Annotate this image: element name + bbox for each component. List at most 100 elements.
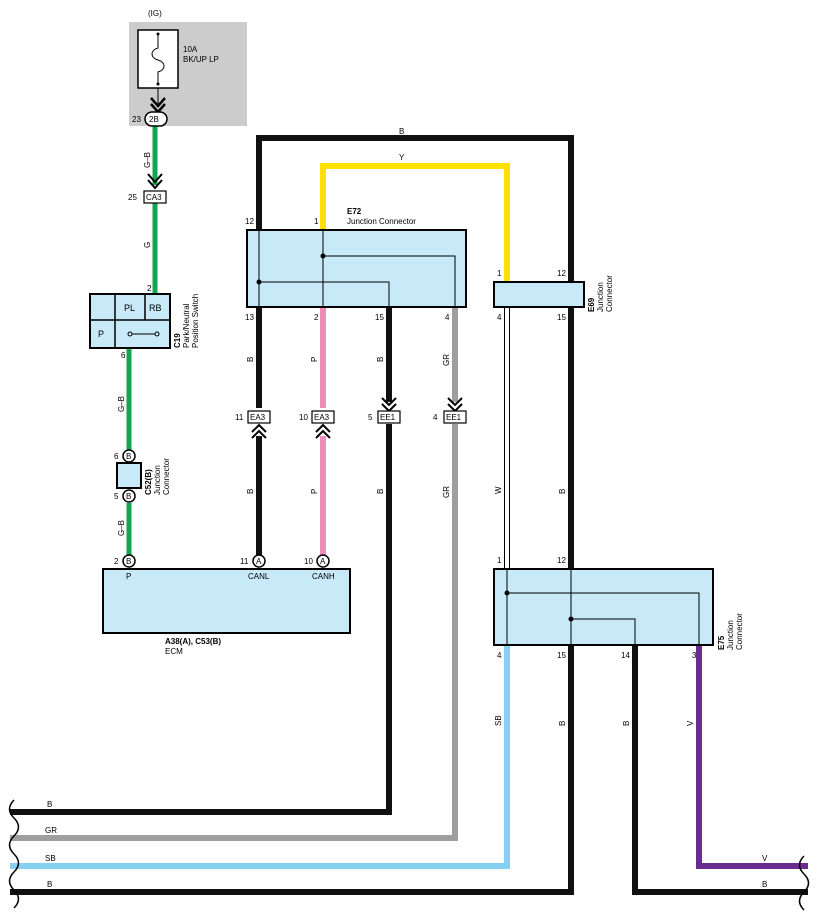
e69-code: E69 xyxy=(587,297,596,312)
e72-pin-b4: 4 xyxy=(445,313,450,322)
e69-pin-bl: 4 xyxy=(497,313,502,322)
c52-code: C52(B) xyxy=(144,469,153,495)
e75-pin-b3: 14 xyxy=(621,651,630,660)
c52-top-letter: B xyxy=(126,452,131,461)
connector-ea3-11-pin: 11 xyxy=(235,413,244,422)
c19-pin-bottom: 6 xyxy=(121,351,126,360)
ecm-pin-p-letter: B xyxy=(126,557,131,566)
c52-bottom-letter: B xyxy=(126,492,131,501)
e72-splice-dot-2 xyxy=(320,253,326,259)
ecm-terminal-canh: CANH xyxy=(312,572,335,581)
e75-pin-b2: 15 xyxy=(557,651,566,660)
wire-label-bottom-b3: B xyxy=(762,880,767,889)
connector-ea3-10 xyxy=(311,410,335,424)
e75-junction-connector xyxy=(493,568,714,646)
e72-splice-dot-1 xyxy=(256,279,262,285)
connector-ea3-11 xyxy=(247,410,271,424)
fuse-icon xyxy=(137,29,179,89)
wire-label-b-e75-14: B xyxy=(622,721,631,726)
e69-pin-tr: 12 xyxy=(557,269,566,278)
wire-label-w-mid: W xyxy=(494,486,503,494)
connector-ee1-4-pin: 4 xyxy=(433,413,438,422)
wire-label-sb-e75: SB xyxy=(494,715,503,726)
e69-name-line1: Junction xyxy=(596,282,605,312)
e75-internal-wiring xyxy=(506,569,700,645)
connector-ee1-4 xyxy=(443,410,467,424)
c52-connector xyxy=(116,462,142,489)
ecm-name: ECM xyxy=(165,647,183,656)
e72-pin-b2: 2 xyxy=(314,313,319,322)
connector-ea3-10-pin: 10 xyxy=(299,413,308,422)
c19-pin-top: 2 xyxy=(147,284,152,293)
c19-label-pl: PL xyxy=(124,303,135,313)
e75-splice-dot-2 xyxy=(568,616,574,622)
e69-junction-connector xyxy=(493,281,585,308)
e75-code: E75 xyxy=(717,635,726,650)
connector-2b-label: 2B xyxy=(149,115,159,124)
e72-pin-tl: 12 xyxy=(245,217,254,226)
connector-ca3-pin: 25 xyxy=(128,193,137,202)
e75-caption: E75 Junction Connector xyxy=(717,613,744,650)
wire-b-ee1-bottom xyxy=(10,424,392,815)
wire-label-b-mid: B xyxy=(558,489,567,494)
e72-pin-b1: 13 xyxy=(245,313,254,322)
ecm-pin-canh-letter: A xyxy=(320,557,326,566)
connector-ee1-5-label: EE1 xyxy=(380,413,396,422)
wire-label-b-ee1: B xyxy=(376,489,385,494)
e75-name-line1: Junction xyxy=(726,620,735,650)
ecm-box xyxy=(102,568,351,634)
ecm-terminal-canl: CANL xyxy=(248,572,270,581)
wire-b-top-loop xyxy=(256,135,574,282)
wire-b-e75-14-bottom xyxy=(632,645,808,895)
e72-name: Junction Connector xyxy=(347,217,416,226)
e75-name-line2: Connector xyxy=(735,613,744,650)
e75-pin-b4: 3 xyxy=(692,651,697,660)
connector-ca3-label: CA3 xyxy=(146,193,162,202)
left-break-marks xyxy=(8,799,20,909)
connector-ca3 xyxy=(143,190,167,204)
wire-label-y-top: Y xyxy=(399,153,405,162)
wire-label-gb1: G–B xyxy=(143,152,152,168)
wire-gr-ee1-bottom xyxy=(10,424,458,841)
e75-pin-tr: 12 xyxy=(557,556,566,565)
wire-label-gr-e72-4: GR xyxy=(442,354,451,366)
ecm-pin-p-circle xyxy=(122,554,136,568)
ecm-pin-canl-letter: A xyxy=(256,557,262,566)
wire-label-b-e72-13: B xyxy=(246,357,255,362)
connector-ee1-4-label: EE1 xyxy=(446,413,462,422)
c19-name-line1: Park/Neutral xyxy=(182,303,191,348)
connector-ee1-5 xyxy=(377,410,401,424)
wire-label-b-e75-15: B xyxy=(558,721,567,726)
c19-caption: C19 Park/Neutral Position Switch xyxy=(173,294,200,348)
ecm-pin-canl-circle xyxy=(252,554,266,568)
connector-2b-pin: 23 xyxy=(132,115,141,124)
c52-pin-top: 6 xyxy=(114,452,119,461)
connector-ea3-10-label: EA3 xyxy=(314,413,330,422)
wire-label-bottom-gr: GR xyxy=(45,826,57,835)
e75-pin-b1: 4 xyxy=(497,651,502,660)
wire-label-bottom-v: V xyxy=(762,854,768,863)
c52-name-line1: Junction xyxy=(153,465,162,495)
wire-label-g: G xyxy=(143,242,152,248)
e72-pin-tm: 1 xyxy=(314,217,319,226)
connector-ca3-arrow xyxy=(147,173,163,190)
c19-label-p: P xyxy=(98,329,104,339)
ecm-code: A38(A), C53(B) xyxy=(165,637,221,646)
wire-label-v-e75: V xyxy=(686,720,695,726)
wire-label-gb2: G–B xyxy=(117,396,126,412)
e75-pin-tl: 1 xyxy=(497,556,502,565)
fuse-name: BK/UP LP xyxy=(183,55,219,64)
wire-label-p-e72-2: P xyxy=(310,357,319,362)
ecm-pin-p-number: 2 xyxy=(114,557,119,566)
wire-label-gb3: G–B xyxy=(117,520,126,536)
e75-splice-dot-1 xyxy=(504,590,510,596)
connector-ea3-11-arrow xyxy=(251,423,267,439)
connector-ea3-11-label: EA3 xyxy=(250,413,266,422)
wire-label-bottom-b1: B xyxy=(47,800,52,809)
wire-label-b-ea3: B xyxy=(246,489,255,494)
wire-label-bottom-b2: B xyxy=(47,880,52,889)
wire-label-b-top: B xyxy=(399,127,404,136)
wire-sb-e75-bottom xyxy=(10,645,510,869)
e69-pin-br: 15 xyxy=(557,313,566,322)
